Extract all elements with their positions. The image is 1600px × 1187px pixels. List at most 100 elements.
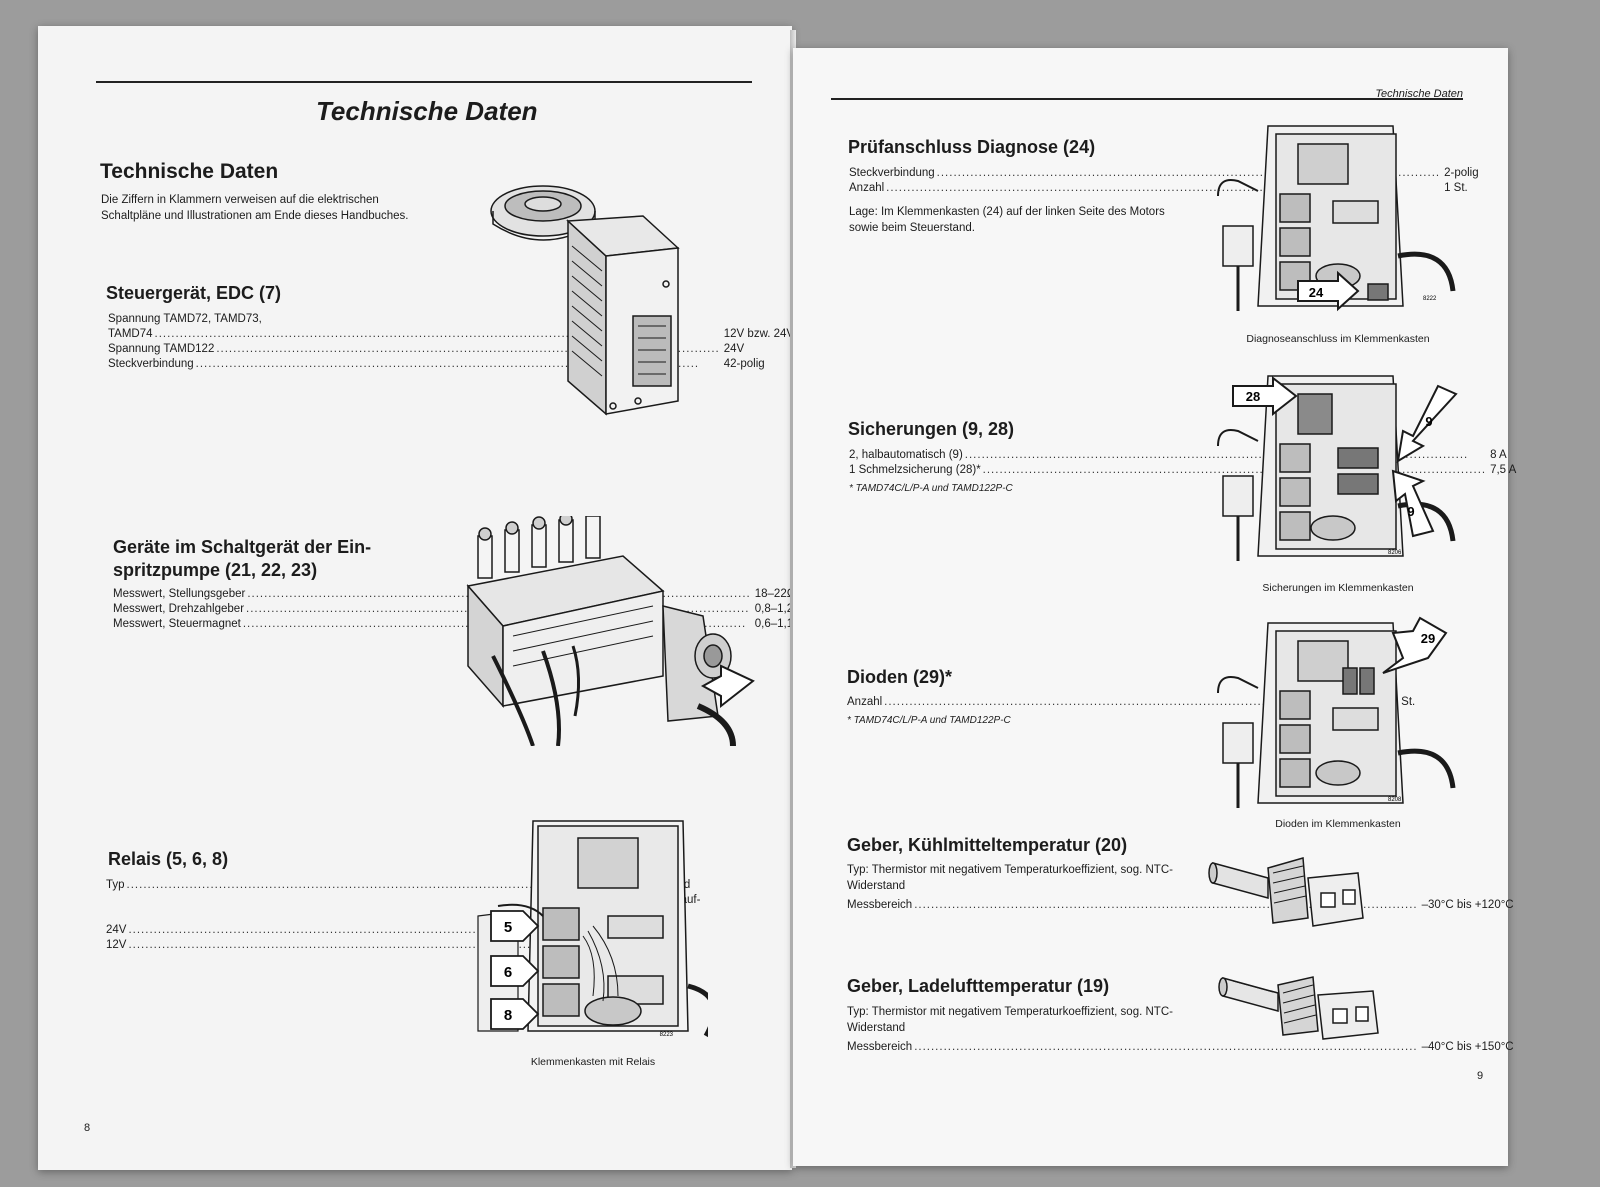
coolant-sensor-illustration [1208,848,1388,938]
spec-label: TAMD74..................................… [108,327,720,342]
coolant-heading: Geber, Kühlmitteltemperatur (20) [847,835,1128,855]
spec-label-text: Spannung TAMD122 [108,343,215,355]
relais-fig-code: 8223 [660,1032,674,1038]
spec-label-text: 24V [106,924,127,936]
diag-caption: Diagnoseanschluss im Klemmenkasten [1246,333,1430,345]
fuses-illustration: 28 9 9 8206 [1198,366,1478,566]
edc-spec-rows: Spannung TAMD72, TAMD73, TAMD74..........… [108,312,794,372]
diodes-illustration: 29 8208 [1198,613,1478,813]
spec-row: Messbereich.............................… [847,1040,1514,1055]
left-page-number: 8 [84,1122,91,1134]
leader-dots: ........................................… [886,182,1390,194]
spec-label-text: Anzahl [847,696,883,708]
spec-row: Spannung TAMD122........................… [108,342,794,357]
spec-value: 24V [723,343,745,355]
spec-label-text: Steckverbindung [849,167,935,179]
diag-illustration: 24 8222 [1198,116,1478,316]
edc-heading: Steuergerät, EDC (7) [106,283,282,303]
diodes-note: * TAMD74C/L/P-A und TAMD122P-C [847,715,1011,726]
spec-label-text: TAMD74 [108,328,153,340]
spec-label: Anzahl..................................… [847,695,1388,710]
charge-air-sensor-illustration [1218,963,1408,1048]
spec-row: Anzahl..................................… [849,181,1479,196]
relais-callout-5: 5 [504,919,512,936]
spec-label: Spannung TAMD72, TAMD73, [108,312,720,327]
fuses-fig-code: 8206 [1388,550,1402,556]
diodes-caption: Dioden im Klemmenkasten [1275,818,1401,830]
pump-heading-line2: spritzpumpe (21, 22, 23) [113,560,318,580]
spec-label: Anzahl..................................… [849,181,1440,196]
fuses-heading: Sicherungen (9, 28) [848,419,1015,439]
spec-value: 7,5 A [1490,464,1517,476]
spec-label-text: 12V [106,939,127,951]
diag-callout: 24 [1309,285,1324,300]
spec-value: 1 St. [1444,182,1468,194]
fuses-callout-9-lower: 9 [1407,504,1414,519]
spec-row: Anzahl..................................… [847,695,1415,710]
fuses-caption: Sicherungen im Klemmenkasten [1262,582,1414,594]
leader-dots: ........................................… [884,696,1388,708]
coolant-text: Typ: Thermistor mit negativem Temperatur… [847,864,1173,892]
edc-spec-table: Spannung TAMD72, TAMD73, TAMD74..........… [108,312,794,372]
diodes-heading: Dioden (29)* [847,667,953,687]
spec-value: 12V bzw. 24V [723,328,795,340]
diag-text: Lage: Im Klemmenkasten (24) auf der link… [849,206,1165,234]
relais-caption: Klemmenkasten mit Relais [530,1056,656,1068]
spec-row: Messbereich.............................… [847,898,1514,913]
spec-value: 42-polig [723,358,765,370]
spec-label-text: Typ [106,879,125,891]
header-rule [831,98,1463,100]
relais-callout-8: 8 [504,1007,512,1024]
relais-heading: Relais (5, 6, 8) [108,849,229,869]
page-title: Technische Daten [100,160,279,183]
diodes-spec-rows: Anzahl..................................… [847,695,1415,710]
leader-dots: ........................................… [914,1041,1418,1053]
relais-callout-6: 6 [504,964,512,981]
relay-box-illustration: 5 6 8 8223 [458,816,708,1038]
intro-text: Die Ziffern in Klammern verweisen auf di… [101,194,409,222]
banner-title: Technische Daten [316,96,538,126]
spec-value: 2-polig [1444,167,1479,179]
charge-heading: Geber, Ladelufttemperatur (19) [847,976,1110,996]
spec-label-text: Messwert, Stellungsgeber [113,588,246,600]
running-head: Technische Daten [1375,88,1463,100]
ecu-illustration [488,166,688,431]
spec-value: 18–22Ω [754,588,796,600]
spec-value [720,312,794,327]
fuses-callout-28: 28 [1246,389,1260,404]
spec-label-text: Messbereich [847,899,913,911]
spec-value: –40°C bis +150°C [1421,1041,1514,1053]
diodes-spec-table: Anzahl..................................… [847,695,1415,710]
spec-label-text: Messbereich [847,1041,913,1053]
spec-row: TAMD74..................................… [108,327,794,342]
spec-label: Messbereich.............................… [847,1040,1418,1055]
spec-label-text: 2, halbautomatisch (9) [849,449,963,461]
leader-dots: ........................................… [126,879,630,891]
fuses-note: * TAMD74C/L/P-A und TAMD122P-C [849,483,1013,494]
spec-label-text: Messwert, Drehzahlgeber [113,603,245,615]
injection-pump-illustration [463,516,763,746]
spec-value: 0,6–1,1Ω [754,618,802,630]
right-page-number: 9 [1477,1070,1484,1082]
spec-label-text: 1 Schmelzsicherung (28)* [849,464,981,476]
leader-dots: ........................................… [154,328,658,340]
coolant-spec-table: Messbereich.............................… [847,898,1514,913]
fuses-callout-9-upper: 9 [1425,414,1432,429]
charge-text: Typ: Thermistor mit negativem Temperatur… [847,1006,1173,1034]
spec-label-text: Spannung TAMD72, TAMD73, [108,313,262,325]
left-page: Technische Daten Technische Daten Die Zi… [38,26,807,1170]
pump-heading-line1: Geräte im Schaltgerät der Ein- [113,537,372,557]
spec-value: –30°C bis +120°C [1421,899,1514,911]
diodes-fig-code: 8208 [1388,797,1402,803]
charge-spec-rows: Messbereich.............................… [847,1040,1514,1055]
spec-value: 8 A [1490,449,1507,461]
spec-label-text: Anzahl [849,182,885,194]
header-rule [96,81,752,83]
spec-row: Spannung TAMD72, TAMD73, [108,312,794,327]
spec-row: Steckverbindung.........................… [108,357,794,372]
spec-label-text: Messwert, Steuermagnet [113,618,241,630]
spec-label: Typ.....................................… [106,878,632,893]
spec-label-text [106,909,108,921]
spec-label-text: Steckverbindung [108,358,194,370]
diag-heading: Prüfanschluss Diagnose (24) [848,137,1096,157]
